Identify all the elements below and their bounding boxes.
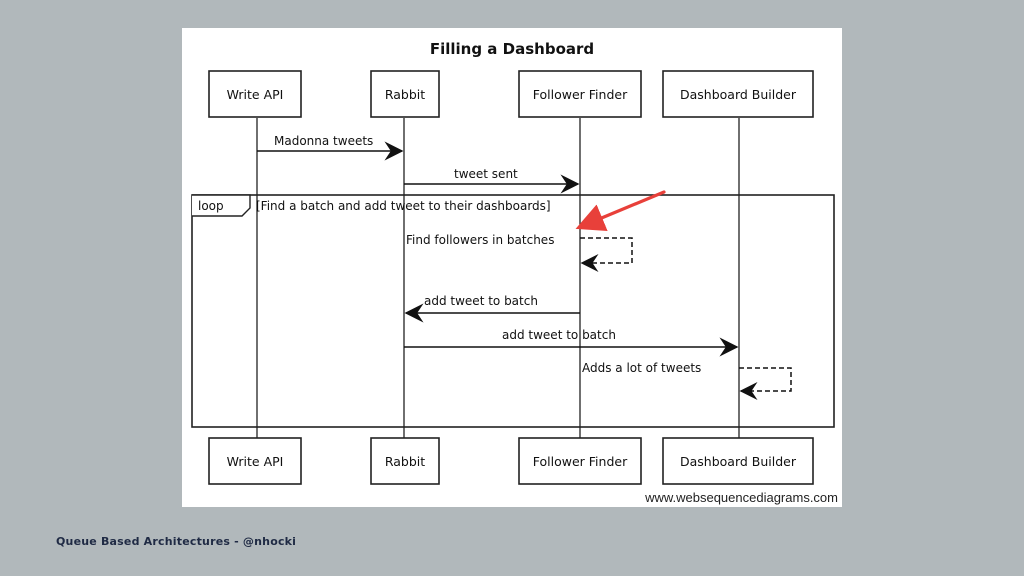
loop-tag-box: [192, 194, 251, 217]
participant-box-dashboard-builder-bottom: [662, 437, 814, 485]
participant-box-write-api-top: [208, 70, 302, 118]
participant-box-follower-finder-bottom: [518, 437, 642, 485]
sequence-diagram: Filling a Dashboard Write API Rabbit Fol…: [191, 40, 838, 505]
lifelines: [256, 118, 740, 438]
participant-label-write-api-bottom: Write API: [227, 454, 284, 469]
highlight-arrow: [575, 190, 666, 232]
participant-box-follower-finder-top: [518, 70, 642, 118]
message-arrow-find-followers: [580, 237, 633, 272]
message-label-madonna-tweets: Madonna tweets: [274, 134, 373, 148]
participant-label-follower-finder-top: Follower Finder: [533, 87, 628, 102]
message-label-add-tweet-to-rabbit: add tweet to batch: [424, 294, 538, 308]
participant-label-write-api-top: Write API: [227, 87, 284, 102]
diagram-title: Filling a Dashboard: [430, 40, 594, 58]
participant-box-write-api-bottom: [208, 437, 302, 485]
loop-condition-label: [Find a batch and add tweet to their das…: [256, 199, 551, 213]
participant-label-dashboard-builder-bottom: Dashboard Builder: [680, 454, 797, 469]
participant-box-rabbit-bottom: [370, 437, 440, 485]
participant-box-dashboard-builder-top: [662, 70, 814, 118]
message-label-find-followers: Find followers in batches: [406, 233, 554, 247]
participant-label-rabbit-top: Rabbit: [385, 87, 425, 102]
participant-label-rabbit-bottom: Rabbit: [385, 454, 425, 469]
message-arrow-adds-tweets: [739, 367, 792, 400]
message-label-adds-tweets: Adds a lot of tweets: [582, 361, 701, 375]
message-label-add-tweet-to-dashboard: add tweet to batch: [502, 328, 616, 342]
loop-tag-label: loop: [198, 199, 224, 213]
participant-box-rabbit-top: [370, 70, 440, 118]
participant-label-dashboard-builder-top: Dashboard Builder: [680, 87, 797, 102]
watermark-text: www.websequencediagrams.com: [644, 490, 838, 505]
participant-label-follower-finder-bottom: Follower Finder: [533, 454, 628, 469]
loop-frame: [191, 194, 835, 428]
message-label-tweet-sent: tweet sent: [454, 167, 518, 181]
slide-footer: Queue Based Architectures - @nhocki: [56, 535, 297, 548]
sequence-diagram-image: Filling a Dashboard Write API Rabbit Fol…: [182, 28, 842, 507]
